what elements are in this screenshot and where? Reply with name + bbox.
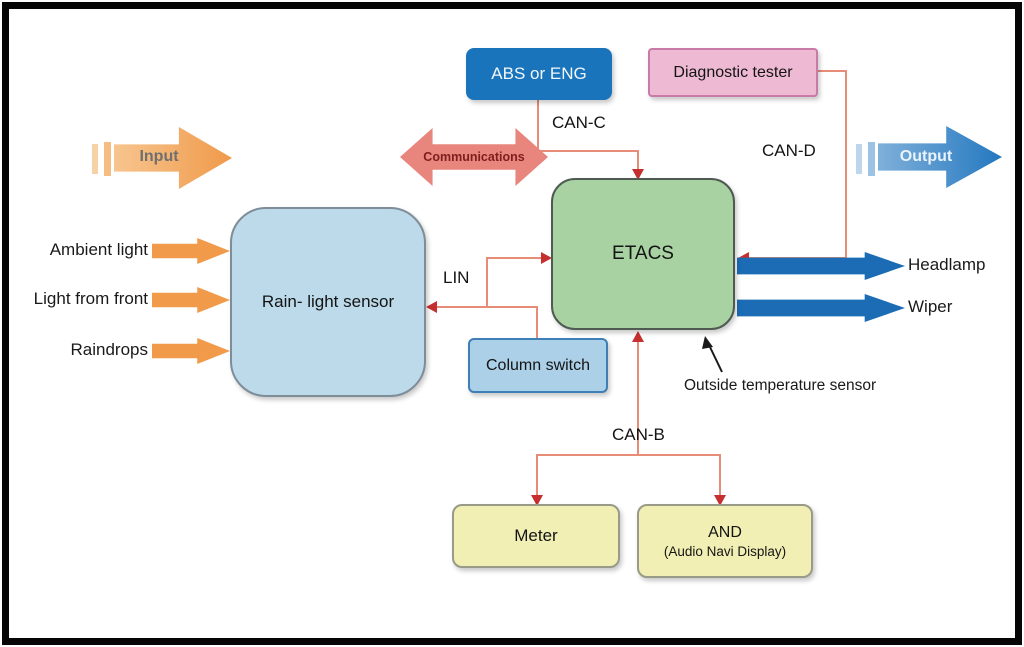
and-box: AND (Audio Navi Display)	[637, 504, 813, 578]
can-d-wire	[748, 70, 847, 259]
can-c-label: CAN-C	[552, 113, 606, 132]
input-flow-label: Input	[139, 148, 179, 165]
output-flow-label: Output	[899, 148, 953, 165]
etacs-box: ETACS	[551, 178, 735, 330]
can-b-arrowhead-etacs-icon	[632, 331, 644, 342]
lin-arrowhead-sensor-icon	[426, 301, 437, 313]
and-box-subtitle: (Audio Navi Display)	[663, 543, 787, 559]
can-c-arrowhead-icon	[632, 169, 644, 180]
abs-eng-box: ABS or ENG	[466, 48, 612, 100]
lin-wire-2	[436, 306, 538, 338]
can-b-arrowhead-and-icon	[714, 495, 726, 506]
outside-temp-pointer-line	[708, 344, 723, 373]
can-b-arrowhead-meter-icon	[531, 495, 543, 506]
lin-arrowhead-etacs-icon	[541, 252, 552, 264]
input-arrow-stripe-icon	[104, 142, 111, 176]
lin-wire-1	[486, 257, 542, 307]
input-label-ambient-light: Ambient light	[49, 240, 148, 259]
output-arrow-stripe-icon	[868, 142, 875, 176]
input-label-light-from-front: Light from front	[33, 289, 148, 308]
input-label-raindrops: Raindrops	[70, 340, 149, 359]
lin-label: LIN	[443, 268, 470, 287]
wiper-label: Wiper	[908, 297, 953, 316]
and-box-title: AND	[708, 523, 742, 541]
input-arrow-stripe-icon	[92, 144, 98, 174]
outside-temp-pointer-arrowhead-icon	[702, 336, 713, 349]
output-arrow-stripe-icon	[856, 144, 862, 174]
headlamp-label: Headlamp	[908, 255, 986, 274]
can-b-wire-2	[536, 454, 721, 496]
diagnostic-tester-box: Diagnostic tester	[648, 48, 818, 97]
rain-light-sensor-box: Rain- light sensor	[230, 207, 426, 397]
communications-label: Communications	[423, 150, 525, 164]
can-c-wire	[537, 100, 639, 170]
can-b-label: CAN-B	[612, 425, 665, 444]
column-switch-box: Column switch	[468, 338, 608, 393]
outside-temperature-sensor-label: Outside temperature sensor	[684, 377, 877, 394]
can-d-label: CAN-D	[762, 141, 816, 160]
meter-box: Meter	[452, 504, 620, 568]
